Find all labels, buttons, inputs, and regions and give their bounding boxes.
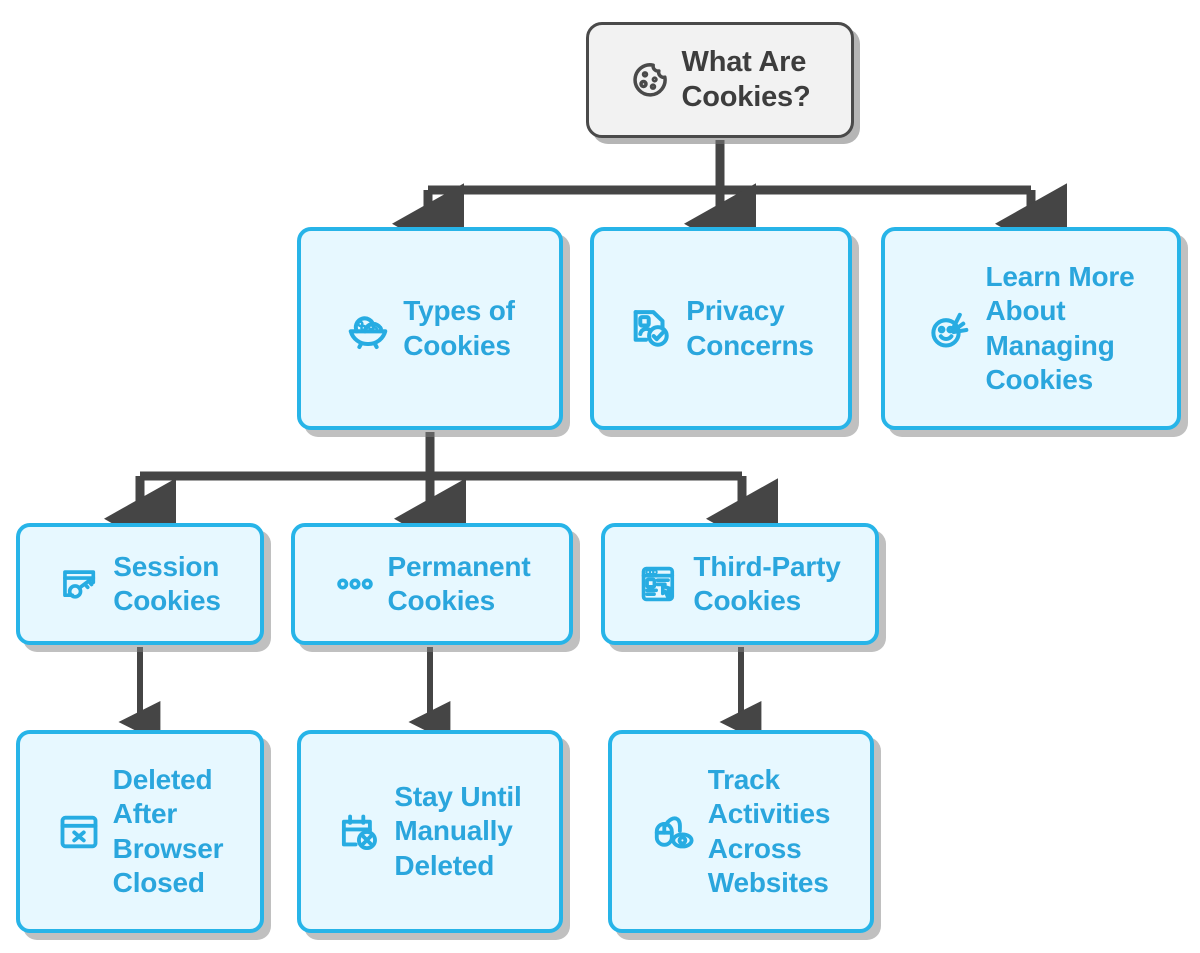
- node-label: Third-Party Cookies: [693, 550, 841, 616]
- node-third-party-cookies[interactable]: Third-Party Cookies: [601, 523, 879, 645]
- node-label: Permanent Cookies: [387, 550, 531, 616]
- website-click-icon: [639, 563, 681, 605]
- node-label: Session Cookies: [113, 550, 221, 616]
- browser-key-icon: [59, 563, 101, 605]
- mouse-eye-icon: [652, 810, 696, 854]
- node-types-of-cookies[interactable]: Types of Cookies: [297, 227, 563, 430]
- smiley-pointer-icon: [928, 306, 974, 352]
- node-label: Track Activities Across Websites: [707, 764, 831, 898]
- node-label: Learn More About Managing Cookies: [985, 261, 1135, 395]
- node-privacy-concerns[interactable]: Privacy Concerns: [590, 227, 852, 430]
- node-label: Stay Until Manually Deleted: [394, 781, 522, 881]
- privacy-document-icon: [628, 306, 674, 352]
- node-what-are-cookies[interactable]: What Are Cookies?: [586, 22, 854, 138]
- node-label: Types of Cookies: [403, 295, 515, 361]
- calendar-cancel-icon: [338, 810, 382, 854]
- node-label: What Are Cookies?: [681, 45, 811, 113]
- node-track-activities-across-websites[interactable]: Track Activities Across Websites: [608, 730, 874, 933]
- node-label: Privacy Concerns: [686, 295, 814, 361]
- three-dots-icon: [334, 563, 376, 605]
- node-learn-more-about-managing-cookies[interactable]: Learn More About Managing Cookies: [881, 227, 1181, 430]
- node-stay-until-manually-deleted[interactable]: Stay Until Manually Deleted: [297, 730, 563, 933]
- node-deleted-after-browser-closed[interactable]: Deleted After Browser Closed: [16, 730, 264, 933]
- node-permanent-cookies[interactable]: Permanent Cookies: [291, 523, 573, 645]
- node-session-cookies[interactable]: Session Cookies: [16, 523, 264, 645]
- node-label: Deleted After Browser Closed: [112, 764, 224, 898]
- browser-close-icon: [57, 810, 101, 854]
- cookie-bowl-icon: [345, 306, 391, 352]
- cookie-icon: [630, 60, 670, 100]
